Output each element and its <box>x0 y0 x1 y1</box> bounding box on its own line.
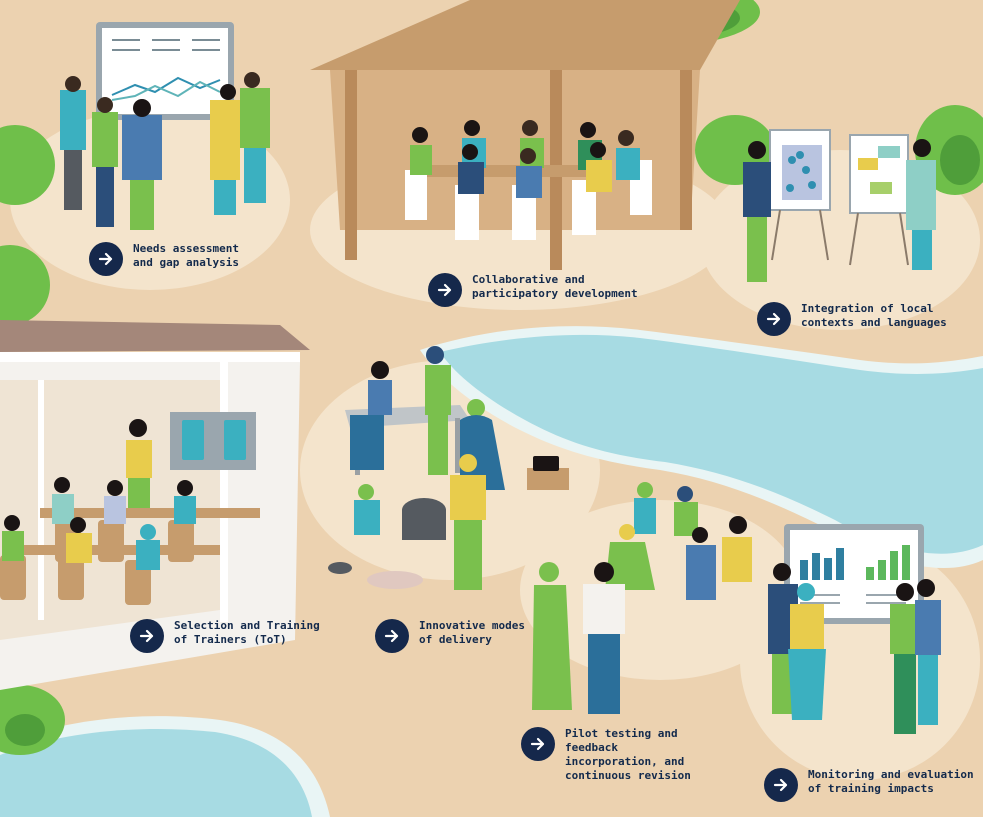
step-label-needs-assessment: Needs assessment and gap analysis <box>133 242 239 269</box>
step-local-contexts[interactable]: Integration of local contexts and langua… <box>757 302 971 336</box>
step-needs-assessment[interactable]: Needs assessment and gap analysis <box>89 242 303 276</box>
arrow-right-icon <box>98 252 113 266</box>
lake <box>0 716 330 817</box>
river <box>420 326 983 569</box>
local-context-scene <box>743 129 936 282</box>
step-pilot-testing[interactable]: Pilot testing and feedback incorporation… <box>521 727 735 783</box>
step-training-of-trainers[interactable]: Selection and Training of Trainers (ToT) <box>130 619 344 653</box>
step-button-collaborative-development[interactable] <box>428 273 462 307</box>
step-button-pilot-testing[interactable] <box>521 727 555 761</box>
arrow-right-icon <box>384 629 399 643</box>
shelter-scene <box>310 0 740 270</box>
step-button-needs-assessment[interactable] <box>89 242 123 276</box>
step-button-training-of-trainers[interactable] <box>130 619 164 653</box>
step-button-monitoring-evaluation[interactable] <box>764 768 798 802</box>
step-collaborative-development[interactable]: Collaborative and participatory developm… <box>428 273 642 307</box>
arrow-right-icon <box>530 737 545 751</box>
delivery-scene <box>328 346 569 590</box>
monitoring-scene <box>768 524 941 734</box>
pilot-testing-scene <box>532 482 752 714</box>
step-label-innovative-delivery: Innovative modes of delivery <box>419 619 525 646</box>
step-label-training-of-trainers: Selection and Training of Trainers (ToT) <box>174 619 320 646</box>
step-label-monitoring-evaluation: Monitoring and evaluation of training im… <box>808 768 974 795</box>
arrow-right-icon <box>766 312 781 326</box>
needs-assessment-scene <box>60 22 270 230</box>
step-innovative-delivery[interactable]: Innovative modes of delivery <box>375 619 589 653</box>
step-label-pilot-testing: Pilot testing and feedback incorporation… <box>565 727 691 782</box>
classroom-scene <box>0 320 310 690</box>
step-label-local-contexts: Integration of local contexts and langua… <box>801 302 947 329</box>
step-button-local-contexts[interactable] <box>757 302 791 336</box>
step-label-collaborative-development: Collaborative and participatory developm… <box>472 273 638 300</box>
step-monitoring-evaluation[interactable]: Monitoring and evaluation of training im… <box>764 768 978 802</box>
step-button-innovative-delivery[interactable] <box>375 619 409 653</box>
arrow-right-icon <box>773 778 788 792</box>
arrow-right-icon <box>437 283 452 297</box>
arrow-right-icon <box>139 629 154 643</box>
